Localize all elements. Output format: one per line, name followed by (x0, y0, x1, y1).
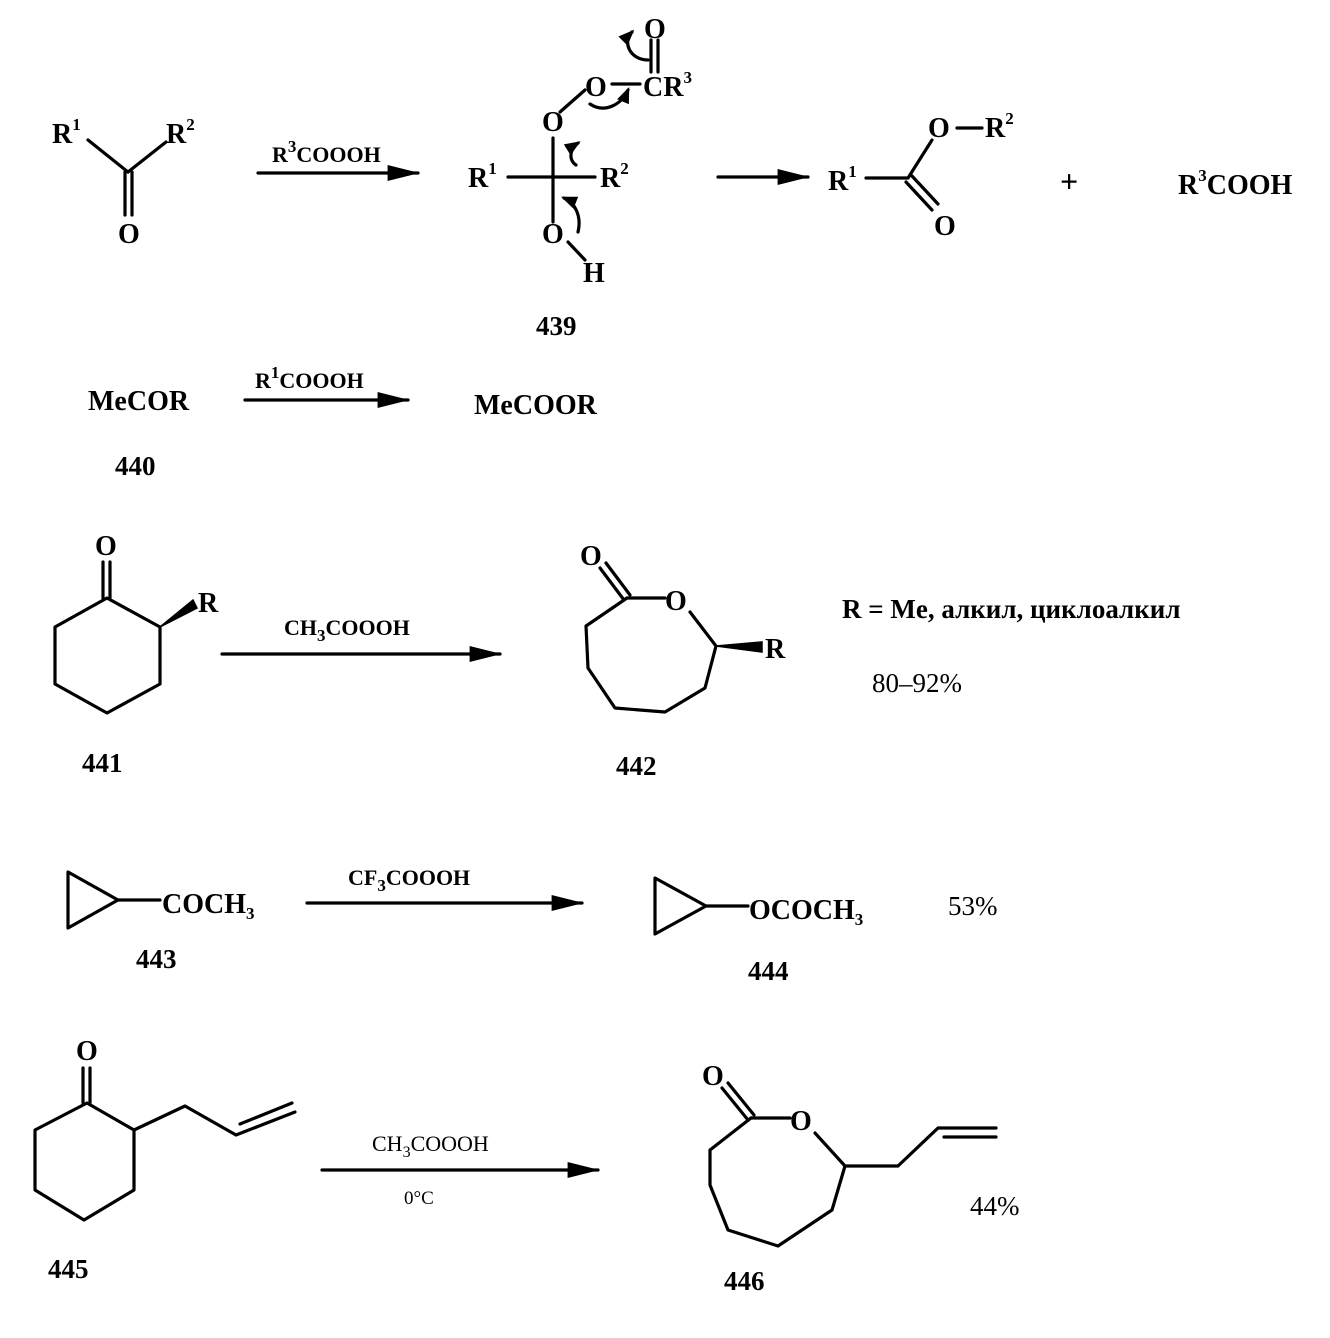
carbonyl-oxygen: O (118, 219, 140, 250)
r-substituent: R (198, 588, 219, 619)
methyl-ester: MeCOOR (474, 390, 598, 421)
bond (906, 138, 934, 180)
allyl-chain (132, 1104, 297, 1137)
compound-label-444: 444 (748, 956, 789, 986)
lactone-442: O O R 442 (580, 541, 786, 781)
cyclohexane-ring (53, 596, 162, 715)
plus-sign: + (1060, 163, 1078, 199)
temperature-condition: 0°C (404, 1188, 434, 1209)
compound-label-440: 440 (115, 451, 156, 481)
r2-substituent: R2 (600, 159, 629, 194)
alkene-bond (238, 1101, 294, 1126)
carbonyl-bond (598, 566, 626, 602)
peroxy-oxygen: O (585, 72, 607, 103)
reagent-label: CH3COOOH (372, 1131, 489, 1161)
cyclopropyl-acetate-444: OCOCH3 444 (653, 876, 863, 986)
peroxide-oxygen: O (542, 107, 564, 138)
r1-substituent: R1 (828, 162, 857, 197)
compound-label-445: 445 (48, 1254, 89, 1284)
lactone-ring (584, 596, 718, 714)
reaction2: MeCOR 440 R1COOOH MeCOOR (88, 363, 598, 481)
reaction1: R1 R2 O R3COOOH R1 R2 O O CR3 O O (52, 14, 1293, 341)
wedge-bond (159, 598, 199, 628)
curly-arrow (588, 87, 630, 110)
carbonyl-oxygen: O (702, 1061, 724, 1092)
allyl-chain (843, 1126, 998, 1168)
carbonyl-oxygen: O (934, 211, 956, 242)
wedge-bond (715, 641, 763, 653)
reagent-label: CF3COOOH (348, 865, 470, 895)
compound-label-446: 446 (724, 1266, 765, 1296)
reagent-label: R3COOOH (272, 137, 381, 167)
compound-label-439: 439 (536, 311, 577, 341)
reaction4: COCH3 443 CF3COOOH OCOCH3 444 53% (66, 865, 998, 986)
bond (86, 138, 130, 174)
acetyl-group: COCH3 (162, 889, 255, 923)
r-substituent: R (765, 634, 786, 665)
carbonyl-oxygen: O (580, 541, 602, 572)
yield: 53% (948, 891, 998, 921)
yield: 80–92% (872, 668, 962, 698)
carbonyl-bond (726, 1081, 756, 1117)
byproduct-acid: R3COOH (1178, 166, 1293, 201)
cyclohexane-ring (33, 1101, 136, 1222)
ester-product: R1 O R2 O (828, 109, 1014, 242)
r1-substituent: R1 (468, 159, 497, 194)
compound-label-441: 441 (82, 748, 123, 778)
cyclopropyl-ketone-443: COCH3 443 (66, 870, 255, 974)
methyl-ketone: MeCOR (88, 386, 190, 417)
r2-substituent: R2 (985, 109, 1014, 144)
ring-oxygen: O (665, 586, 687, 617)
compound-label-442: 442 (616, 751, 657, 781)
r2-substituent: R2 (166, 115, 195, 150)
reaction5: O 445 CH3COOOH 0°C O O 446 44% (33, 1036, 1020, 1296)
allyl-cyclohexanone-445: O 445 (33, 1036, 297, 1284)
acetoxy-group: OCOCH3 (749, 895, 863, 929)
carbonyl-bond (720, 1086, 750, 1122)
acyl-group: CR3 (643, 68, 692, 103)
carbonyl-oxygen: O (76, 1036, 98, 1067)
compound-label-443: 443 (136, 944, 177, 974)
cyclopropane-ring (653, 876, 708, 936)
curly-arrow (563, 141, 581, 167)
reagent-label: R1COOOH (255, 363, 364, 393)
yield: 44% (970, 1191, 1020, 1221)
ketone-reactant: R1 R2 O (52, 115, 195, 250)
curly-arrow (561, 196, 581, 234)
bond (126, 140, 168, 174)
criegee-intermediate: R1 R2 O O CR3 O O H 439 (468, 14, 692, 341)
ring-oxygen: O (790, 1106, 812, 1137)
reaction3: O R 441 CH3COOOH O O R 442 R = Me, алкил… (53, 531, 1180, 781)
hydroxy-hydrogen: H (583, 258, 605, 289)
reagent-label: CH3COOOH (284, 615, 410, 645)
carbonyl-bond (904, 180, 934, 212)
carbonyl-bond (604, 561, 632, 597)
bond (558, 88, 587, 114)
cyclohexanone-441: O R 441 (53, 531, 219, 778)
carbonyl-oxygen: O (644, 14, 666, 45)
allyl-lactone-446: O O 446 (702, 1061, 998, 1296)
ester-oxygen: O (928, 113, 950, 144)
curly-arrow (618, 29, 650, 62)
carbonyl-oxygen: O (95, 531, 117, 562)
hydroxy-oxygen: O (542, 219, 564, 250)
substituent-note: R = Me, алкил, циклоалкил (842, 594, 1180, 624)
r1-substituent: R1 (52, 115, 81, 150)
lactone-ring (708, 1116, 847, 1248)
cyclopropane-ring (66, 870, 120, 930)
carbonyl-bond (910, 174, 940, 206)
bond (566, 240, 587, 262)
